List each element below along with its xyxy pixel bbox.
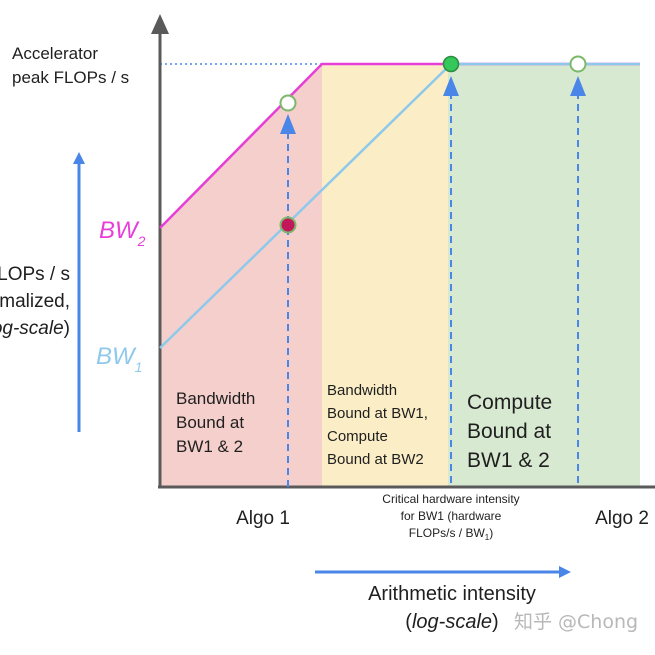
y-axis-label-line2: (normalized,	[0, 291, 70, 312]
algo1-label: Algo 1	[236, 508, 290, 529]
bw1-label: BW1	[96, 343, 142, 375]
region-right-line2: Bound at	[467, 420, 551, 443]
critical-point	[442, 55, 460, 73]
y-axis-arrowhead	[151, 14, 169, 34]
region-bandwidth-bound	[160, 64, 322, 487]
algo1-bw2-point	[279, 94, 297, 112]
region-left-line3: BW1 & 2	[176, 437, 243, 456]
x-axis-label-line2: (log-scale)	[405, 611, 498, 633]
watermark: 知乎 @Chong	[514, 611, 638, 633]
critical-arrowhead	[443, 76, 459, 96]
region-middle-line1: Bandwidth	[327, 382, 397, 399]
region-right-line3: BW1 & 2	[467, 449, 550, 472]
region-middle-line3: Compute	[327, 428, 388, 445]
region-mixed-bound	[322, 64, 448, 487]
algo2-arrowhead	[570, 76, 586, 96]
peak-label-line1: Accelerator	[12, 44, 98, 63]
x-axis-label-line1: Arithmetic intensity	[368, 583, 536, 605]
y-axis-label-line1: FLOPs / s	[0, 264, 70, 285]
y-axis-label-line3: log-scale)	[0, 318, 70, 339]
peak-label-line2: peak FLOPs / s	[12, 68, 129, 87]
region-left-line2: Bound at	[176, 413, 244, 432]
critical-label-line2: for BW1 (hardware	[401, 509, 502, 523]
algo1-bw1-point	[279, 216, 297, 234]
algo2-point	[569, 55, 587, 73]
region-right-line1: Compute	[467, 391, 552, 414]
critical-label-line1: Critical hardware intensity	[382, 492, 519, 506]
region-middle-line2: Bound at BW1,	[327, 405, 428, 422]
region-left-line1: Bandwidth	[176, 389, 255, 408]
bw2-label: BW2	[99, 217, 146, 249]
algo2-label: Algo 2	[595, 508, 649, 529]
region-middle-line4: Bound at BW2	[327, 451, 424, 468]
region-compute-bound	[448, 64, 640, 487]
algo1-arrowhead	[280, 114, 296, 134]
critical-label-line3: FLOPs/s / BW1)	[409, 526, 493, 542]
